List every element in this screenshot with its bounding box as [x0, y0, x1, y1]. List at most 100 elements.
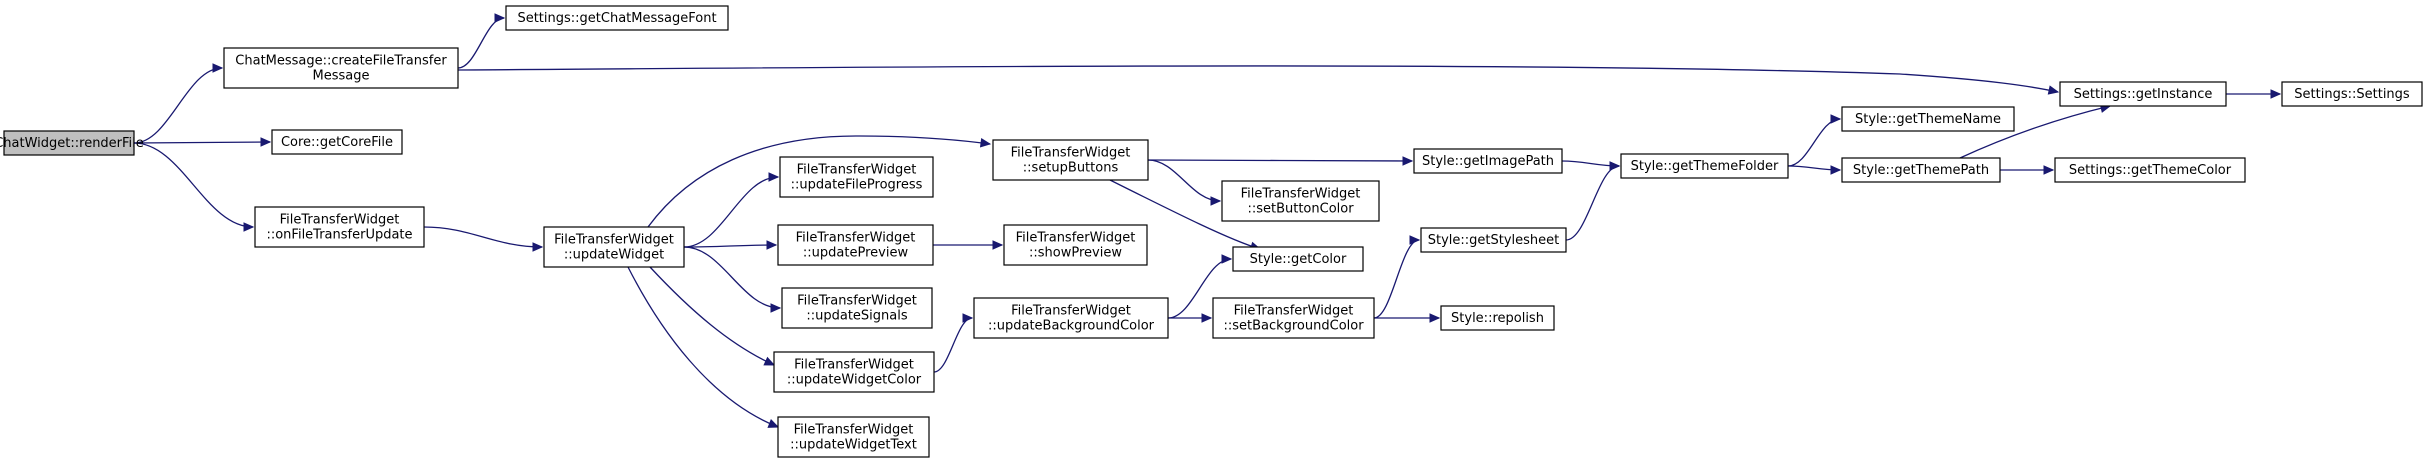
node-label-line: FileTransferWidget [797, 294, 917, 309]
edge-n7-to-n8 [647, 135, 991, 228]
graph-node-n22[interactable]: Style::repolish [1440, 305, 1555, 331]
node-label-line: ::setupButtons [1023, 161, 1119, 176]
graph-node-n5[interactable]: Core::getCoreFile [271, 129, 403, 155]
graph-node-n14[interactable]: FileTransferWidget::showPreview [1003, 224, 1148, 266]
node-label-line: Style::getImagePath [1422, 154, 1554, 169]
graph-node-n25[interactable]: Settings::getThemeColor [2054, 157, 2246, 183]
node-label-line: ChatWidget::renderFile [0, 136, 144, 151]
node-box[interactable] [1413, 148, 1563, 174]
graph-node-n11[interactable]: FileTransferWidget::updateSignals [781, 287, 933, 329]
arrowhead-n12-to-n15 [962, 313, 974, 323]
node-box[interactable] [1003, 224, 1148, 266]
graph-node-n19[interactable]: FileTransferWidget::setBackgroundColor [1212, 297, 1375, 339]
edge-n1-to-n3 [457, 65, 2059, 93]
graph-node-n8[interactable]: FileTransferWidget::setupButtons [992, 139, 1149, 181]
node-box[interactable] [1841, 106, 2015, 132]
graph-node-n7[interactable]: FileTransferWidget::updateWidget [543, 226, 685, 268]
edge-n7-to-n13 [627, 266, 779, 428]
arrowhead-n7-to-n10 [766, 240, 778, 250]
node-label-line: FileTransferWidget [1016, 231, 1136, 246]
node-label-line: Core::getCoreFile [281, 135, 393, 150]
arrowhead-n1-to-n3 [2047, 85, 2060, 95]
node-label-line: Settings::Settings [2294, 87, 2410, 102]
graph-node-n16[interactable]: Style::getImagePath [1413, 148, 1563, 174]
node-box[interactable] [223, 47, 459, 89]
arrowhead-n0-to-n6 [243, 222, 255, 232]
graph-node-n2[interactable]: Settings::getChatMessageFont [505, 5, 729, 31]
edge-n6-to-n7 [423, 226, 543, 248]
node-box[interactable] [992, 139, 1149, 181]
node-box[interactable] [2281, 81, 2423, 107]
graph-node-n15[interactable]: FileTransferWidget::updateBackgroundColo… [973, 297, 1169, 339]
node-box[interactable] [773, 351, 935, 393]
graph-node-n21[interactable]: Style::getStylesheet [1420, 227, 1567, 253]
node-box[interactable] [779, 156, 934, 198]
arrowhead-n10-to-n14 [992, 240, 1004, 250]
graph-node-n10[interactable]: FileTransferWidget::updatePreview [777, 224, 934, 266]
edge-n1-to-n2 [457, 17, 505, 69]
arrowhead-n20-to-n24 [1830, 165, 1842, 175]
node-box[interactable] [2054, 157, 2246, 183]
node-label-line: FileTransferWidget [280, 213, 400, 228]
node-box[interactable] [505, 5, 729, 31]
node-label-line: Style::getThemeFolder [1631, 159, 1779, 174]
node-box[interactable] [1420, 227, 1567, 253]
graph-node-n23[interactable]: Style::getThemeName [1841, 106, 2015, 132]
node-box[interactable] [1221, 180, 1380, 222]
edge-n8-to-n16 [1147, 159, 1413, 162]
edge-n7-to-n12 [649, 266, 775, 366]
node-box[interactable] [2059, 81, 2227, 107]
arrowhead-n7-to-n9 [768, 172, 780, 182]
edge-n7-to-n10 [683, 244, 777, 248]
arrowhead-n8-to-n16 [1402, 156, 1414, 166]
graph-node-n3[interactable]: Settings::getInstance [2059, 81, 2227, 107]
graph-node-n18[interactable]: Style::getColor [1232, 246, 1364, 272]
node-box[interactable] [271, 129, 403, 155]
node-label-line: ::updatePreview [803, 246, 909, 261]
arrowhead-n19-to-n21 [1409, 235, 1421, 245]
node-box[interactable] [777, 224, 934, 266]
node-label-line: ::onFileTransferUpdate [266, 228, 412, 243]
node-label-line: FileTransferWidget [554, 233, 674, 248]
edge-n19-to-n21 [1373, 239, 1420, 319]
graph-node-n24[interactable]: Style::getThemePath [1841, 157, 2001, 183]
graph-node-n13[interactable]: FileTransferWidget::updateWidgetText [777, 416, 930, 458]
node-box[interactable] [1841, 157, 2001, 183]
node-box[interactable] [1212, 297, 1375, 339]
edge-n20-to-n23 [1787, 118, 1841, 167]
arrowhead-n21-to-n20 [1609, 161, 1621, 171]
root-node-box[interactable] [3, 130, 135, 156]
node-label-line: ::updateSignals [806, 309, 907, 324]
graph-node-n20[interactable]: Style::getThemeFolder [1620, 153, 1789, 179]
arrowhead-n7-to-n8 [979, 138, 992, 148]
node-label-line: ChatMessage::createFileTransfer [235, 54, 447, 69]
node-label-line: FileTransferWidget [1234, 304, 1354, 319]
node-label-line: FileTransferWidget [1241, 187, 1361, 202]
graph-node-n17[interactable]: FileTransferWidget::setButtonColor [1221, 180, 1380, 222]
graph-node-n9[interactable]: FileTransferWidget::updateFileProgress [779, 156, 934, 198]
node-label-line: Style::getColor [1250, 252, 1347, 267]
arrowhead-n20-to-n23 [1830, 114, 1842, 124]
node-box[interactable] [781, 287, 933, 329]
node-box[interactable] [254, 206, 425, 248]
graph-node-n6[interactable]: FileTransferWidget::onFileTransferUpdate [254, 206, 425, 248]
node-box[interactable] [1440, 305, 1555, 331]
arrowhead-n0-to-n1 [212, 63, 224, 73]
node-label-line: ::updateWidgetColor [787, 373, 922, 388]
edges-layer [133, 13, 2282, 428]
node-box[interactable] [543, 226, 685, 268]
graph-node-n0[interactable]: ChatWidget::renderFile [0, 130, 144, 156]
node-label-line: ::setButtonColor [1247, 202, 1354, 217]
graph-node-n12[interactable]: FileTransferWidget::updateWidgetColor [773, 351, 935, 393]
arrowhead-n15-to-n19 [1201, 313, 1213, 323]
arrowhead-n1-to-n2 [494, 13, 506, 23]
node-box[interactable] [1232, 246, 1364, 272]
edge-n12-to-n15 [933, 317, 973, 373]
edge-n0-to-n6 [133, 142, 254, 228]
node-box[interactable] [973, 297, 1169, 339]
graph-node-n4[interactable]: Settings::Settings [2281, 81, 2423, 107]
node-box[interactable] [1620, 153, 1789, 179]
node-box[interactable] [777, 416, 930, 458]
node-label-line: Settings::getChatMessageFont [517, 11, 716, 26]
